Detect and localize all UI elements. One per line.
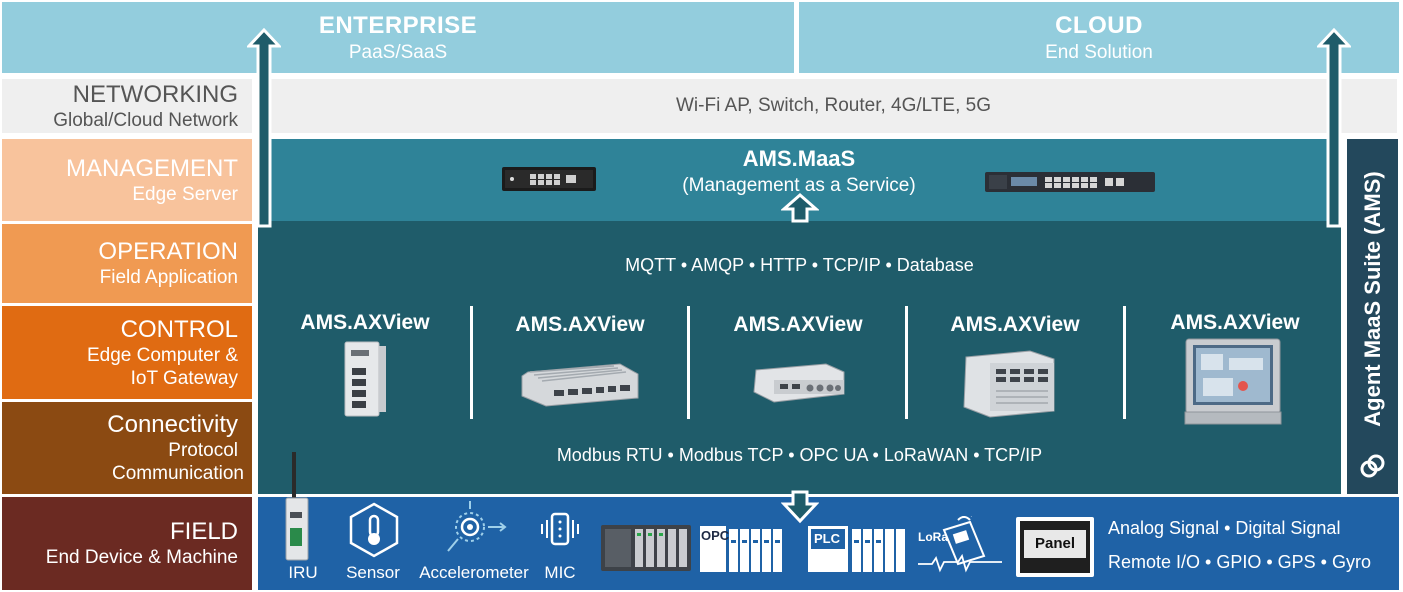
panel-label: Panel	[1024, 530, 1086, 558]
protocols-top: MQTT • AMQP • HTTP • TCP/IP • Database	[625, 255, 974, 275]
panel-device: Panel	[1016, 517, 1094, 577]
field-signals-line1: Analog Signal • Digital Signal	[1108, 518, 1341, 538]
protocols-bottom: Modbus RTU • Modbus TCP • OPC UA • LoRaW…	[556, 445, 1043, 465]
axview-column-2: AMS.AXView	[475, 305, 685, 420]
axview-column-1: AMS.AXView	[260, 305, 470, 420]
lora-device-icon	[918, 513, 1002, 573]
field-signals-line2: Remote I/O • GPIO • GPS • Gyro	[1108, 552, 1371, 572]
axview-divider	[687, 306, 690, 419]
axview-column-5: AMS.AXView	[1130, 305, 1340, 420]
layer-operation-subtitle: Field Application	[99, 267, 238, 288]
cloud-subtitle: End Solution	[1045, 42, 1153, 63]
enterprise-title: ENTERPRISE	[318, 12, 478, 39]
axview-divider	[905, 306, 908, 419]
layer-management: MANAGEMENT Edge Server	[2, 139, 252, 221]
layer-management-title: MANAGEMENT	[65, 154, 238, 182]
io-controller-image	[601, 525, 691, 571]
layer-operation: OPERATION Field Application	[2, 224, 252, 303]
plc-rack-icon	[808, 526, 905, 572]
field-mic-label: MIC	[544, 563, 576, 582]
layer-field: FIELD End Device & Machine	[2, 497, 252, 590]
axview-divider	[470, 306, 473, 419]
iru-device-image	[285, 452, 309, 561]
up-arrow-to-cloud-icon	[1317, 28, 1351, 228]
layer-field-title: FIELD	[169, 518, 238, 545]
enterprise-band: ENTERPRISE PaaS/SaaS	[2, 2, 794, 73]
layer-connectivity: Connectivity Protocol Communication	[2, 402, 252, 494]
field-accelerometer-label: Accelerometer	[419, 563, 529, 582]
axview-1-label: AMS.AXView	[300, 311, 430, 334]
plc-module-group: PLC	[808, 526, 906, 572]
lora-device-group: LoRa	[918, 513, 1006, 574]
layer-field-subtitle: End Device & Machine	[45, 547, 238, 568]
axview-column-4: AMS.AXView	[910, 305, 1120, 420]
expandable-box-pc-image	[963, 350, 1055, 418]
opc-module-group: OPC	[700, 526, 786, 572]
maas-subtitle: (Management as a Service)	[682, 175, 916, 196]
up-arrow-to-maas-icon	[781, 193, 819, 223]
din-rail-gateway-image	[344, 341, 386, 417]
axview-divider	[1123, 306, 1126, 419]
edge-server-small-image	[502, 167, 596, 191]
layer-control-title: CONTROL	[120, 315, 238, 343]
enterprise-subtitle: PaaS/SaaS	[348, 42, 448, 63]
layer-control-subtitle: Edge Computer & IoT Gateway	[86, 344, 238, 389]
up-arrow-to-enterprise-icon	[247, 28, 281, 228]
cloud-title: CLOUD	[1055, 12, 1143, 39]
layer-networking-subtitle: Global/Cloud Network	[53, 109, 238, 131]
ams-logo-icon	[1360, 454, 1385, 478]
networking-band: Wi-Fi AP, Switch, Router, 4G/LTE, 5G	[270, 79, 1397, 133]
plc-label: PLC	[814, 531, 840, 546]
layer-operation-title: OPERATION	[98, 238, 238, 265]
maas-title: AMS.MaaS	[742, 146, 856, 171]
edge-server-large-image	[985, 172, 1155, 192]
lora-label: LoRa	[918, 530, 948, 544]
operation-control-band: MQTT • AMQP • HTTP • TCP/IP • Database M…	[258, 221, 1341, 494]
axview-4-label: AMS.AXView	[950, 313, 1080, 336]
sensor-icon	[349, 502, 399, 558]
cloud-band: CLOUD End Solution	[799, 2, 1399, 73]
axview-3-label: AMS.AXView	[733, 313, 863, 336]
field-band: IRU Sensor Accelerometer MIC Analog Sign…	[258, 497, 1399, 590]
ams-suite-side-panel: Agent MaaS Suite (AMS)	[1347, 139, 1398, 494]
ams-suite-label: Agent MaaS Suite (AMS)	[1359, 171, 1385, 427]
down-arrow-to-field-icon	[781, 490, 819, 524]
accelerometer-icon	[447, 501, 507, 552]
fanless-box-pc-image	[521, 363, 639, 407]
axview-column-3: AMS.AXView	[693, 305, 903, 420]
field-sensor-label: Sensor	[346, 563, 400, 582]
layer-control: CONTROL Edge Computer & IoT Gateway	[2, 306, 252, 399]
panel-pc-image	[1184, 338, 1282, 425]
field-iru-label: IRU	[288, 563, 318, 582]
mic-icon	[541, 512, 579, 546]
layer-networking-title: NETWORKING	[72, 80, 238, 108]
layer-connectivity-title: Connectivity	[107, 411, 238, 438]
layer-connectivity-subtitle: Protocol Communication	[112, 440, 244, 484]
layer-networking: NETWORKING Global/Cloud Network	[2, 79, 252, 133]
compact-box-pc-image	[753, 363, 845, 403]
axview-5-label: AMS.AXView	[1170, 311, 1300, 334]
opc-label: OPC	[701, 528, 730, 543]
layer-management-subtitle: Edge Server	[132, 183, 238, 205]
opc-rack-icon	[700, 526, 782, 572]
axview-2-label: AMS.AXView	[515, 313, 645, 336]
